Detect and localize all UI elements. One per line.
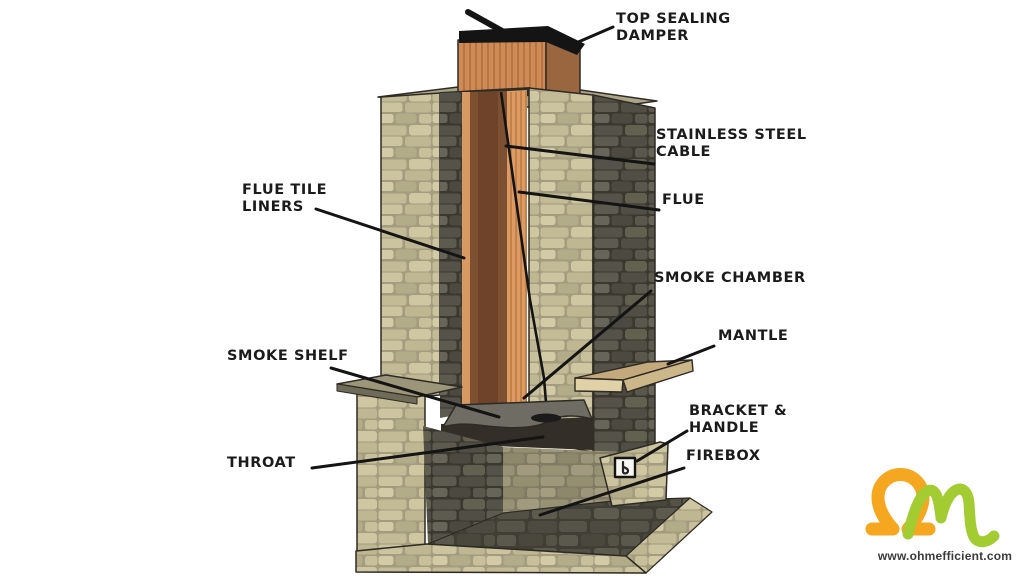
mantle-graphic xyxy=(574,359,694,393)
flue-liner-graphic xyxy=(462,90,527,415)
leader-smoke-chamber xyxy=(522,289,653,400)
label-flue-tile-liners: FLUE TILE LINERS xyxy=(242,182,328,215)
ohm-efficient-logo xyxy=(865,468,1000,548)
steel-cable-graphic xyxy=(499,91,549,416)
label-smoke-shelf: SMOKE SHELF xyxy=(227,348,349,364)
label-bracket-handle: BRACKET & HANDLE xyxy=(689,403,788,436)
label-flue: FLUE xyxy=(662,192,705,208)
top-sealing-damper-graphic xyxy=(459,9,585,55)
website-url: www.ohmefficient.com xyxy=(877,549,1013,563)
bracket-graphic xyxy=(613,456,637,479)
label-firebox: FIREBOX xyxy=(686,448,761,464)
leader-bracket-handle xyxy=(635,429,689,463)
leader-flue xyxy=(517,190,661,212)
leader-stainless-steel-cable xyxy=(504,144,656,166)
firebox-left-inner-wall xyxy=(423,426,503,544)
chimney-structure xyxy=(336,9,713,574)
label-throat: THROAT xyxy=(227,455,296,471)
leader-flue-tile-liners xyxy=(314,207,466,260)
chimney-right-side-face xyxy=(592,94,656,478)
label-stainless-steel-cable: STAINLESS STEEL CABLE xyxy=(656,127,807,160)
leader-top-sealing-damper xyxy=(574,25,615,45)
leader-firebox xyxy=(538,466,686,517)
logo-m-icon xyxy=(902,483,1000,548)
leader-smoke-shelf xyxy=(329,366,501,419)
label-mantle: MANTLE xyxy=(718,328,789,344)
leader-throat xyxy=(310,435,545,470)
damper-handle-rod xyxy=(465,9,507,35)
leader-mantle xyxy=(666,344,716,366)
hearth-graphic xyxy=(355,497,713,574)
label-smoke-chamber: SMOKE CHAMBER xyxy=(654,270,806,286)
firebox-left-wall xyxy=(356,386,426,555)
label-top-sealing-damper: TOP SEALING DAMPER xyxy=(616,11,731,44)
chimney-right-column xyxy=(528,87,594,453)
leader-lines xyxy=(310,25,716,517)
throat-damper-plate xyxy=(531,413,561,423)
smoke-shelf-graphic xyxy=(442,399,593,429)
